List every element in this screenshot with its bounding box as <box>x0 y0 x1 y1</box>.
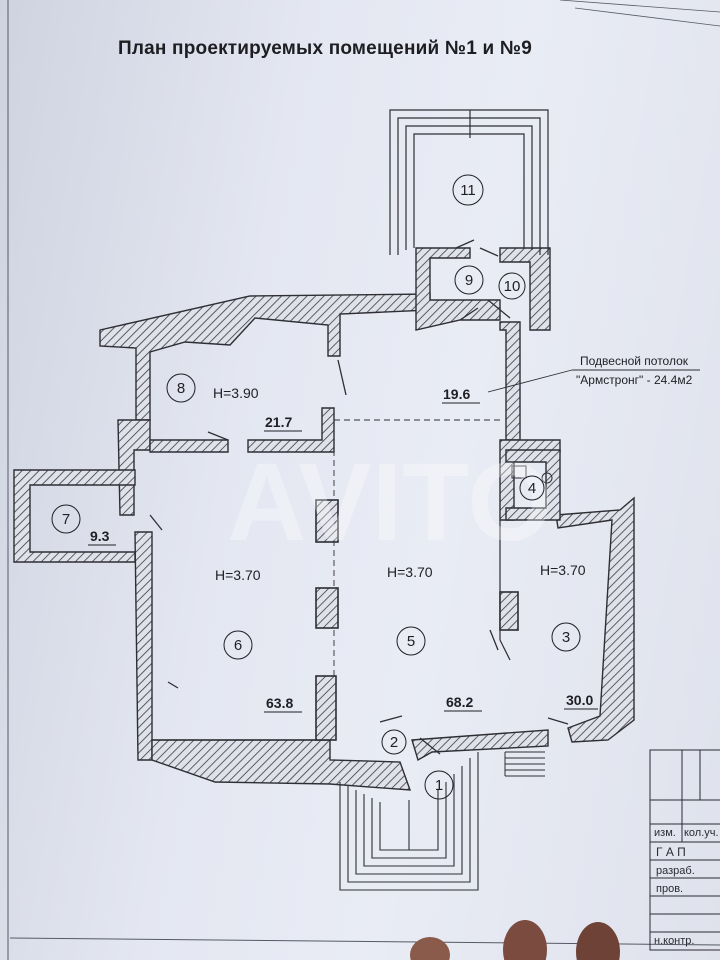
room-number-4: 4 <box>528 480 536 497</box>
area-room-9: 19.6 <box>443 386 470 402</box>
watermark: AVITO <box>227 441 553 564</box>
tb-razrab: разраб. <box>656 865 695 877</box>
room-number-8: 8 <box>177 380 185 397</box>
area-room-3: 30.0 <box>566 692 593 708</box>
room-number-6: 6 <box>234 637 242 654</box>
height-room-6: H=3.70 <box>215 567 261 583</box>
area-room-6: 63.8 <box>266 695 293 711</box>
tb-kol-uch: кол.уч. <box>684 827 719 839</box>
room-number-3: 3 <box>562 629 570 646</box>
columns <box>315 499 519 741</box>
room-number-1: 1 <box>435 777 443 794</box>
tb-gap: Г А П <box>656 845 686 859</box>
tb-izm: изм. <box>654 827 676 839</box>
room-number-11: 11 <box>460 182 476 199</box>
room-number-5: 5 <box>407 633 415 650</box>
ceiling-annotation: Подвесной потолок "Армстронг" - 24.4м2 <box>487 354 700 393</box>
room-number-9: 9 <box>465 272 473 289</box>
height-room-5: H=3.70 <box>387 564 433 580</box>
room-markers: 1 2 3 4 5 6 7 8 9 10 11 <box>51 174 581 800</box>
annotation-line-2: "Армстронг" - 24.4м2 <box>576 373 693 387</box>
room-areas: 21.7 19.6 9.3 63.8 68.2 30.0 <box>88 386 598 713</box>
height-room-3: H=3.70 <box>540 562 586 578</box>
tb-prov: пров. <box>656 883 683 895</box>
fingers-photo-artifact <box>410 920 620 960</box>
doors <box>149 239 569 755</box>
side-stairs <box>504 751 545 777</box>
room-number-7: 7 <box>62 511 70 528</box>
title-block-text: изм. кол.уч. Г А П разраб. пров. н.контр… <box>654 827 719 947</box>
area-room-7: 9.3 <box>90 528 110 544</box>
area-room-5: 68.2 <box>446 694 473 710</box>
area-room-8: 21.7 <box>265 414 292 430</box>
annotation-line-1: Подвесной потолок <box>580 354 689 368</box>
entrance-stairs <box>339 752 479 891</box>
ceiling-heights: H=3.90 H=3.70 H=3.70 H=3.70 <box>213 385 586 583</box>
tb-n-kontr: н.контр. <box>654 935 694 947</box>
page-title: План проектируемых помещений №1 и №9 <box>117 38 532 59</box>
height-room-8: H=3.90 <box>213 385 259 401</box>
title-block <box>649 749 720 951</box>
room-4-fixtures <box>511 465 553 484</box>
room-number-2: 2 <box>390 734 398 751</box>
room-number-10: 10 <box>504 278 521 295</box>
balcony-room-11 <box>389 109 549 255</box>
